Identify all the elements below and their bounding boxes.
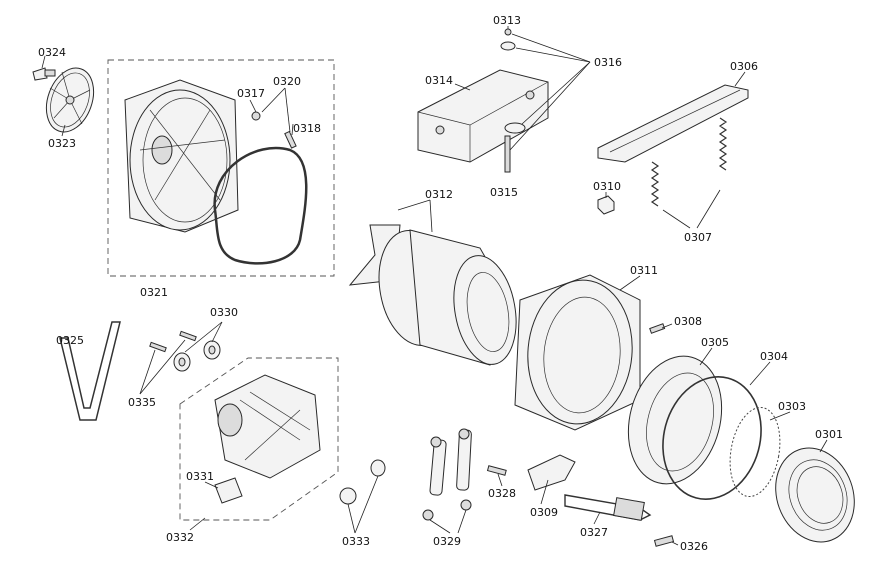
part-0326-sensor: [653, 535, 675, 547]
part-0301-seal: [775, 447, 855, 543]
part-0315-bolt: [504, 122, 526, 173]
label-0315: 0315: [490, 186, 518, 199]
part-0311-front-tub: [514, 274, 641, 431]
part-0335-screws: [149, 330, 197, 353]
part-0305-front-ring: [627, 355, 723, 485]
label-0305: 0305: [701, 336, 729, 349]
part-0312-drum: [348, 199, 517, 366]
label-0323: 0323: [48, 137, 76, 150]
label-0308: 0308: [674, 315, 702, 328]
label-0328: 0328: [488, 487, 516, 500]
label-0333: 0333: [342, 535, 370, 548]
label-0311: 0311: [630, 264, 658, 277]
part-0304-clamp: [662, 376, 762, 500]
label-0320: 0320: [273, 75, 301, 88]
part-0325-belt: [59, 321, 121, 421]
label-0312: 0312: [425, 188, 453, 201]
label-0325: 0325: [56, 334, 84, 347]
part-0331-brush: [214, 477, 243, 504]
label-0332: 0332: [166, 531, 194, 544]
label-0316: 0316: [594, 56, 622, 69]
leader-lines: [41, 26, 828, 546]
label-0304: 0304: [760, 350, 788, 363]
label-0326: 0326: [680, 540, 708, 553]
label-0321: 0321: [140, 286, 168, 299]
part-0324-screw: [32, 67, 56, 81]
leader-0316: [509, 33, 591, 151]
label-0330: 0330: [210, 306, 238, 319]
label-0307: 0307: [684, 231, 712, 244]
label-0335: 0335: [128, 396, 156, 409]
part-0323-pulley: [45, 67, 95, 133]
part-0314-counterweight: [417, 69, 549, 163]
label-0324: 0324: [38, 46, 66, 59]
part-0320-gasket: [213, 146, 308, 265]
part-0332-motor: [214, 374, 321, 479]
label-0301: 0301: [815, 428, 843, 441]
part-0309-bracket: [527, 454, 576, 491]
label-0313: 0313: [493, 14, 521, 27]
label-0331: 0331: [186, 470, 214, 483]
group-box-0332: [179, 357, 339, 521]
part-0318-screw: [284, 130, 297, 149]
group-box-0321: [107, 59, 335, 277]
label-0329: 0329: [433, 535, 461, 548]
part-0327-heater: [564, 494, 652, 521]
label-0314: 0314: [425, 74, 453, 87]
part-0333-bushings: [339, 459, 386, 505]
part-0306-bracket: [597, 84, 749, 163]
label-0317: 0317: [237, 87, 265, 100]
label-0327: 0327: [580, 526, 608, 539]
part-labels: 0324 0323 0317 0320 0318 0321 0313 0314 …: [38, 14, 843, 553]
label-0318: 0318: [293, 122, 321, 135]
label-0310: 0310: [593, 180, 621, 193]
part-0310-clip: [597, 195, 615, 215]
part-0329-dampers: [422, 428, 472, 534]
part-0303-ring: [729, 406, 781, 498]
part-0313-nut: [500, 28, 516, 51]
part-0330-bushings: [173, 340, 221, 372]
part-0307-springs: [650, 117, 728, 229]
part-0317-nut: [251, 111, 261, 121]
part-0328-screw: [486, 465, 507, 476]
part-0321-rear-tub: [124, 79, 239, 233]
part-0308-screw: [649, 323, 666, 334]
label-0309: 0309: [530, 506, 558, 519]
label-0303: 0303: [778, 400, 806, 413]
label-0306: 0306: [730, 60, 758, 73]
